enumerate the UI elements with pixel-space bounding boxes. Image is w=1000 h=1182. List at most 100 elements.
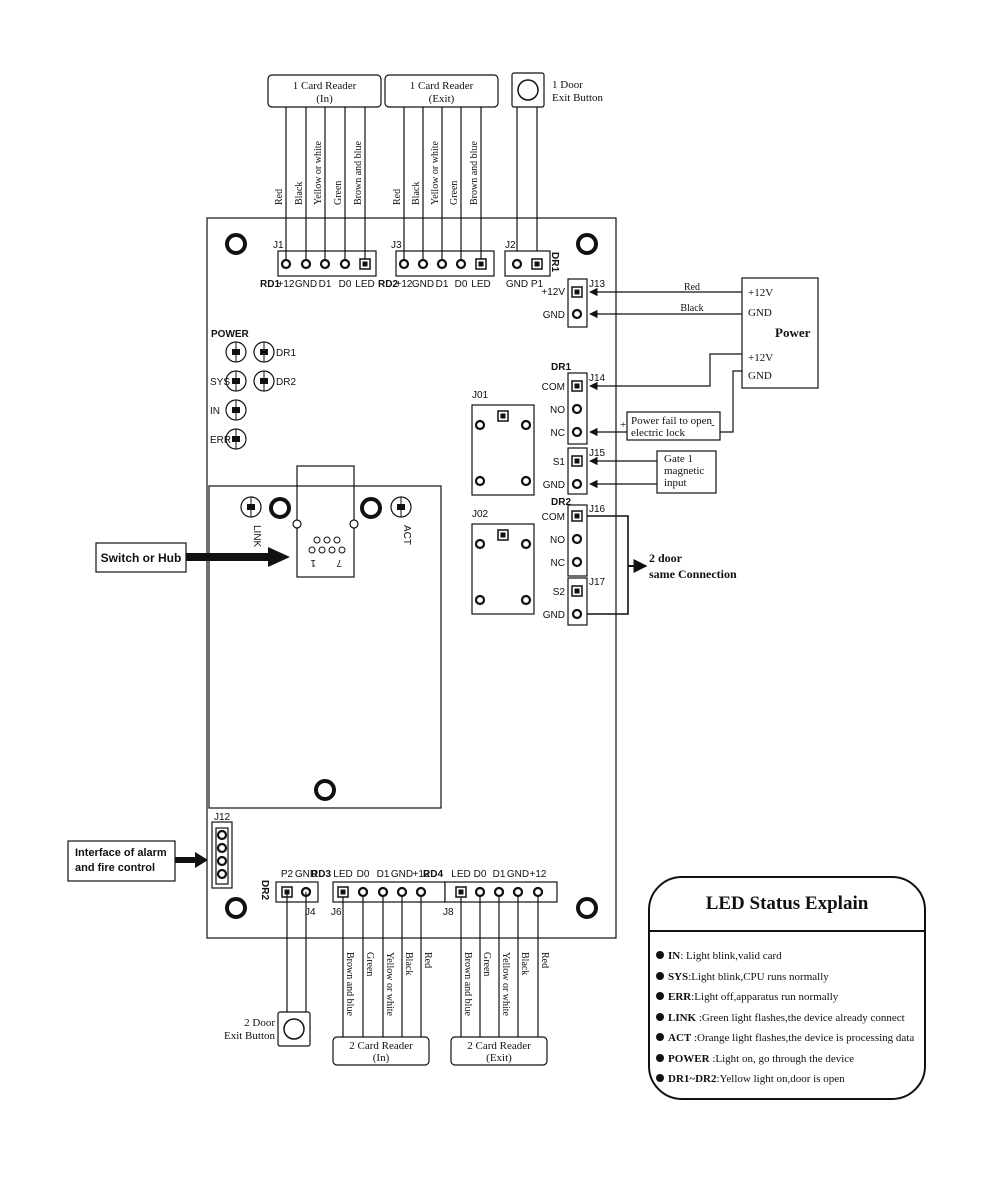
door2-same-text: 2 door	[649, 551, 683, 565]
pin-square-core	[574, 383, 580, 389]
rd4-header-label: J8	[443, 907, 454, 918]
pin-square-core	[478, 261, 484, 267]
rd1-reader-title: 1 Card Reader	[293, 80, 357, 92]
rd3-pin	[396, 886, 408, 898]
mounting-hole	[225, 897, 247, 919]
door2-exit-label: 2 Door	[244, 1017, 275, 1029]
legend-item-sys: SYS:Light blink,CPU runs normally	[656, 967, 924, 988]
legend-key: IN	[668, 950, 681, 962]
pin-square-core	[362, 261, 368, 267]
led-link-label: LINK	[251, 525, 262, 548]
power-title: Power	[775, 325, 811, 340]
rj45-peg	[292, 519, 302, 529]
legend-text: : Light blink,valid card	[680, 950, 782, 962]
rd3-wire-label: Green	[364, 952, 375, 976]
rd2-wire-label: Red	[392, 189, 403, 205]
rj45-contact	[328, 546, 336, 554]
pin-square-core	[574, 289, 580, 295]
rd3-pin	[377, 886, 389, 898]
rd2-reader-subtitle: (Exit)	[429, 93, 455, 105]
gate-note-text: input	[664, 477, 687, 489]
rd1-name: RD1	[260, 279, 280, 290]
rd2-pin	[417, 258, 429, 270]
rj45-contact	[313, 536, 321, 544]
door2-same-text: same Connection	[649, 567, 737, 581]
led-power-label: POWER	[211, 329, 250, 340]
rd1-pin-label: D0	[339, 279, 352, 290]
j12-header-label: J12	[214, 812, 231, 823]
legend-key: ERR	[668, 991, 692, 1003]
door1-exit-label: 1 Door	[552, 79, 583, 91]
rd3-wire-label: Yellow or white	[384, 952, 395, 1017]
j17-pin-label: GND	[543, 610, 565, 621]
power-terminal: GND	[748, 307, 772, 319]
rj45-pin-label: 1	[310, 557, 316, 568]
rd2-name: RD2	[378, 279, 398, 290]
dr1-name: DR1	[549, 252, 560, 272]
legend-item-err: ERR:Light off,apparatus run normally	[656, 987, 924, 1008]
rd1-pin-label: D1	[319, 279, 332, 290]
mounting-hole	[269, 497, 291, 519]
mounting-hole	[314, 779, 336, 801]
j4-pin-label: P2	[281, 869, 294, 880]
relay-label: J02	[472, 509, 489, 520]
j12-pin	[216, 842, 228, 854]
rd3-pin-label: GND	[391, 869, 413, 880]
rd1-pin-label: +12	[278, 279, 295, 290]
rd4-wire-label: Red	[539, 952, 550, 968]
j13-header-label: J13	[589, 279, 606, 290]
rd2-pin	[455, 258, 467, 270]
rd4-wire-label: Brown and blue	[462, 952, 473, 1016]
rd4-pin	[532, 886, 544, 898]
rd1-pin-label: GND	[295, 279, 317, 290]
legend-text: :Orange light flashes,the device is proc…	[691, 1032, 915, 1044]
j12-pin	[216, 829, 228, 841]
relay-pin	[520, 475, 532, 487]
j13-pin-label: GND	[543, 310, 565, 321]
j2-pin-label: GND	[506, 279, 528, 290]
j16-pin-label: COM	[542, 512, 565, 523]
j14-pin	[571, 403, 583, 415]
alarm-arrow-icon	[175, 852, 208, 868]
lock-note-box	[626, 411, 721, 441]
rd1-wire-label: Red	[274, 189, 285, 205]
rd4-reader-box	[450, 1036, 548, 1066]
legend-key: LINK	[668, 1011, 697, 1024]
j12-pin	[216, 868, 228, 880]
rd2-wire-label: Brown and blue	[469, 141, 480, 205]
bullet-icon	[656, 1033, 664, 1041]
legend-item-power: POWER :Light on, go through the device	[656, 1049, 924, 1070]
rd4-wire-label: Black	[519, 952, 530, 975]
pin-square-core	[574, 458, 580, 464]
rd3-pin-label: D1	[377, 869, 390, 880]
legend-key: POWER	[668, 1052, 710, 1065]
switch-hub-label: Switch or Hub	[101, 551, 182, 565]
power-wire-label: Red	[684, 282, 700, 293]
rd2-pin-label: GND	[412, 279, 434, 290]
door2-exit-label: Exit Button	[224, 1030, 276, 1042]
bullet-icon	[656, 1053, 664, 1062]
bullet-icon	[656, 1012, 664, 1021]
rd3-pin-label: LED	[333, 869, 352, 880]
mounting-hole	[225, 233, 247, 255]
relay-j02	[471, 523, 535, 615]
j14-header-label: J14	[589, 373, 606, 384]
button-icon	[283, 1018, 305, 1040]
power-wire-label: Black	[680, 303, 703, 314]
relay-pin	[520, 419, 532, 431]
j4-pin-label: GND	[295, 869, 317, 880]
led-dr1-label: DR1	[276, 348, 296, 359]
power-supply-box	[741, 277, 819, 389]
j2-header-label: J2	[505, 240, 516, 251]
j13-pin	[571, 308, 583, 320]
rd3-pin	[415, 886, 427, 898]
mounting-hole	[360, 497, 382, 519]
network-module	[208, 485, 442, 809]
rd4-pin-label: LED	[451, 869, 470, 880]
led-status-legend: LED Status Explain IN: Light blink,valid…	[648, 876, 926, 1100]
pin-square-core	[534, 261, 540, 267]
legend-text: :Green light flashes,the device already …	[696, 1011, 905, 1024]
mounting-hole	[576, 897, 598, 919]
j14-pin-label: COM	[542, 382, 565, 393]
